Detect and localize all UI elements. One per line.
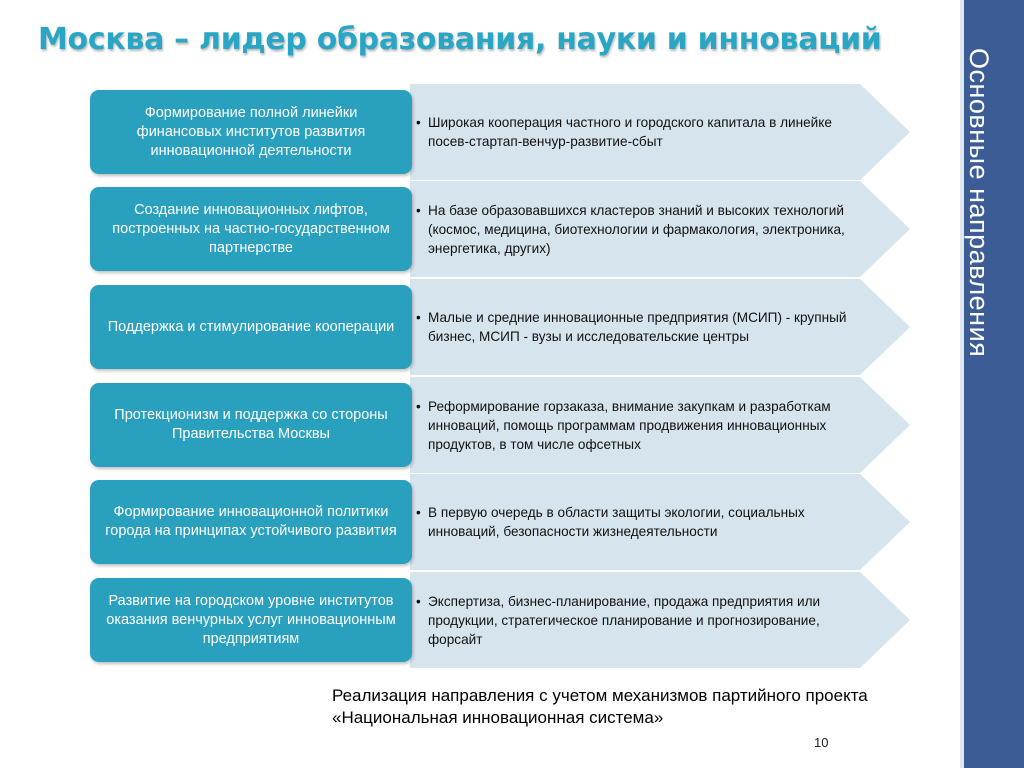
detail-arrow <box>410 377 910 473</box>
direction-row: Протекционизм и поддержка со стороны Пра… <box>90 377 910 473</box>
direction-row: Развитие на городском уровне институтов … <box>90 572 910 668</box>
detail-label: Малые и средние инновационные предприяти… <box>428 310 847 344</box>
sidebar-divider <box>960 0 964 768</box>
direction-label: Поддержка и стимулирование кооперации <box>107 318 395 335</box>
direction-row: Создание инновационных лифтов, построенн… <box>90 181 910 277</box>
detail-label: Широкая кооперация частного и городского… <box>428 115 832 149</box>
detail-text: • В первую очередь в области защиты экол… <box>416 480 876 564</box>
direction-label: Формирование полной линейки финансовых и… <box>136 104 366 159</box>
direction-box: Формирование полной линейки финансовых и… <box>90 90 412 174</box>
side-panel <box>964 0 1024 768</box>
detail-text: • Экспертиза, бизнес-планирование, прода… <box>416 578 876 662</box>
direction-row: Поддержка и стимулирование кооперации • … <box>90 279 910 375</box>
detail-arrow <box>410 84 910 180</box>
direction-label: Протекционизм и поддержка со стороны Пра… <box>114 407 388 442</box>
direction-label: Создание инновационных лифтов, построенн… <box>112 201 390 256</box>
detail-arrow <box>410 474 910 570</box>
side-label: Основные направления <box>964 48 994 358</box>
footer-note: Реализация направления с учетом механизм… <box>332 686 868 727</box>
bullet-marker: • <box>416 115 421 130</box>
detail-label: На базе образовавшихся кластеров знаний … <box>428 202 845 256</box>
detail-arrow <box>410 572 910 668</box>
detail-text: • Широкая кооперация частного и городско… <box>416 90 876 174</box>
detail-label: Экспертиза, бизнес-планирование, продажа… <box>428 593 821 647</box>
direction-label: Формирование инновационной политики горо… <box>105 504 397 539</box>
page-number: 10 <box>814 735 829 750</box>
direction-label: Развитие на городском уровне институтов … <box>106 592 396 647</box>
direction-box: Развитие на городском уровне институтов … <box>90 578 412 662</box>
direction-box: Протекционизм и поддержка со стороны Пра… <box>90 383 412 467</box>
detail-text: • Реформирование горзаказа, внимание зак… <box>416 383 876 467</box>
direction-box: Формирование инновационной политики горо… <box>90 480 412 564</box>
direction-row: Формирование полной линейки финансовых и… <box>90 84 910 180</box>
detail-label: В первую очередь в области защиты эколог… <box>428 505 805 539</box>
direction-box: Создание инновационных лифтов, построенн… <box>90 187 412 271</box>
direction-box: Поддержка и стимулирование кооперации <box>90 285 412 369</box>
slide-title: Москва – лидер образования, науки и инно… <box>38 22 882 57</box>
detail-text: • На базе образовавшихся кластеров знани… <box>416 187 876 271</box>
bullet-marker: • <box>416 593 421 609</box>
detail-label: Реформирование горзаказа, внимание закуп… <box>428 398 831 452</box>
direction-row: Формирование инновационной политики горо… <box>90 474 910 570</box>
detail-text: • Малые и средние инновационные предприя… <box>416 285 876 369</box>
bullet-marker: • <box>416 505 421 520</box>
detail-arrow <box>410 181 910 277</box>
bullet-marker: • <box>416 202 421 218</box>
bullet-marker: • <box>416 310 421 325</box>
detail-arrow <box>410 279 910 375</box>
bullet-marker: • <box>416 398 421 414</box>
